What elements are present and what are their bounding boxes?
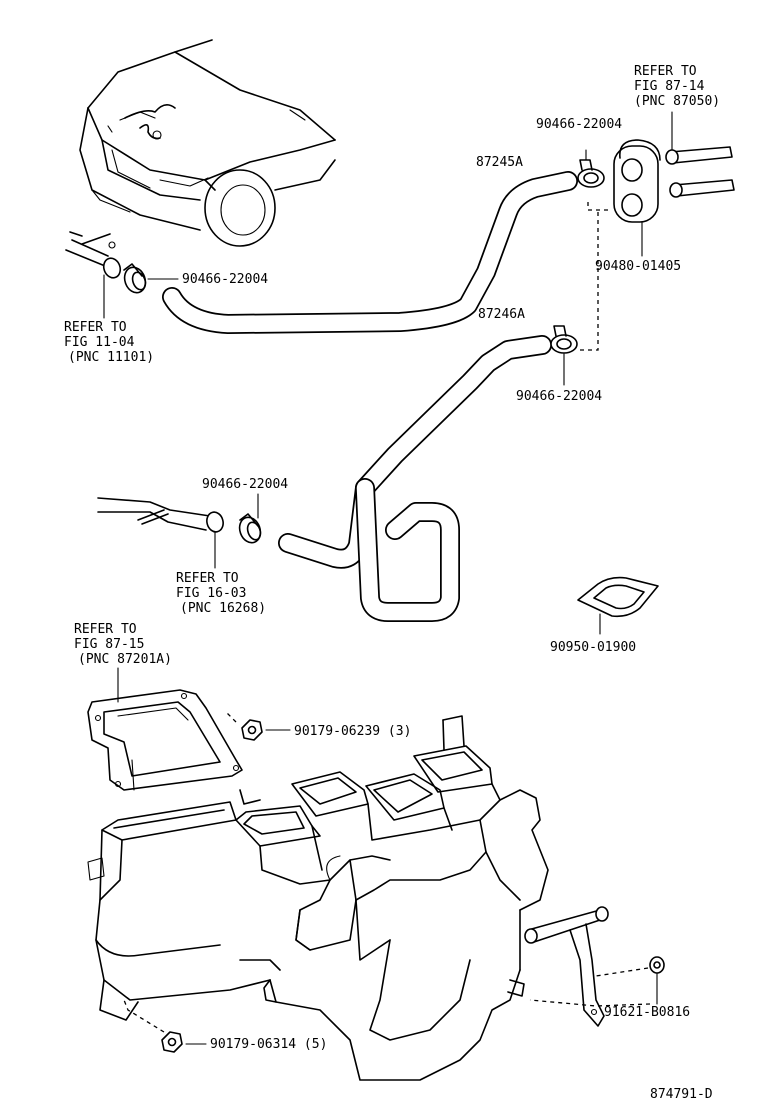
reference-line: FIG 11-04 <box>64 335 135 350</box>
reference-line: REFER TO <box>634 64 697 79</box>
reference-line: FIG 16-03 <box>176 586 246 601</box>
hose-clamp-left <box>123 263 179 294</box>
grommet-double-90480 <box>580 139 661 351</box>
reference-line: REFER TO <box>74 622 137 637</box>
heater-hose-87245A <box>162 171 578 334</box>
nut-90179-06314 <box>123 999 207 1053</box>
callout-nut-bottom: 90179-06314 (5) <box>210 1037 327 1052</box>
heater-pipe-bracket <box>524 906 609 1027</box>
reference-line: FIG 87-14 <box>634 79 705 94</box>
callout-clamp-lower-right: 90466-22004 <box>516 389 602 404</box>
callout-clamp-mid: 90466-22004 <box>202 477 288 492</box>
vehicle-locator-illustration <box>79 39 336 247</box>
hose-clamp-lower-right <box>550 325 578 386</box>
bolt-91621-B0816 <box>529 956 665 1007</box>
reference-engine-left: REFER TO FIG 11-04 (PNC 11101) <box>64 320 154 365</box>
callout-bolt-bracket: 91621-B0816 <box>604 1005 690 1020</box>
callout-nut-duct: 90179-06239 (3) <box>294 724 411 739</box>
hose-clamp-mid <box>238 493 262 544</box>
heater-radiator-unit <box>87 715 549 1081</box>
reference-line: (PNC 87050) <box>634 94 720 109</box>
nut-90179-06239 <box>225 711 291 741</box>
reference-line: (PNC 87201A) <box>78 652 172 667</box>
figure-code: 874791-D <box>650 1087 713 1102</box>
hose-label-87246A: 87246A <box>478 307 525 322</box>
hose-clamp-top-right <box>577 149 605 188</box>
air-duct-87201A <box>87 667 243 791</box>
engine-pipe-fitting-left <box>65 231 122 319</box>
reference-pipe-mid: REFER TO FIG 16-03 (PNC 16268) <box>176 571 266 616</box>
hose-label-87245A: 87245A <box>476 155 523 170</box>
reference-pipe-right: REFER TO FIG 87-14 (PNC 87050) <box>634 64 720 109</box>
reference-duct: REFER TO FIG 87-15 (PNC 87201A) <box>74 622 172 667</box>
reference-line: (PNC 11101) <box>68 350 154 365</box>
heater-pipe-right <box>665 111 735 198</box>
reference-line: (PNC 16268) <box>180 601 266 616</box>
callout-grommet-double: 90480-01405 <box>595 259 681 274</box>
reference-line: REFER TO <box>176 571 239 586</box>
callout-grommet-single: 90950-01900 <box>550 640 636 655</box>
heater-hose-87246A <box>278 335 552 622</box>
grommet-single-90950 <box>577 576 659 635</box>
reference-line: FIG 87-15 <box>74 637 144 652</box>
water-pipe-fitting-mid <box>97 497 224 569</box>
callout-clamp-top-right: 90466-22004 <box>536 117 622 132</box>
callout-clamp-left: 90466-22004 <box>182 272 268 287</box>
reference-line: REFER TO <box>64 320 127 335</box>
